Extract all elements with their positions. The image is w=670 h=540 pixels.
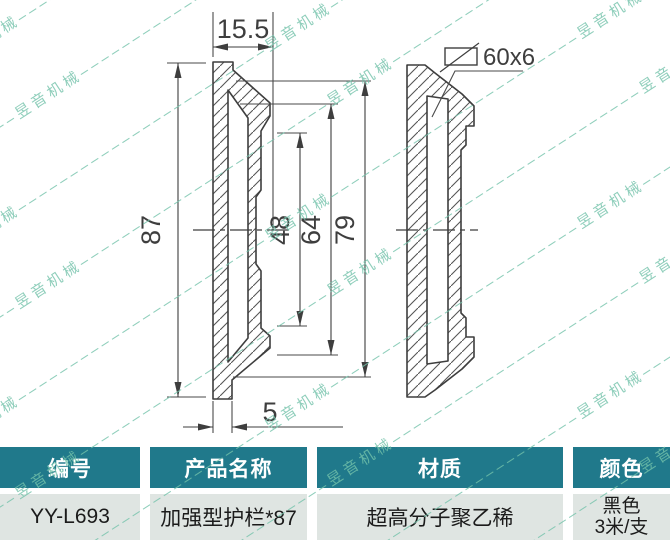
header-cell-product: 产品名称 bbox=[150, 447, 307, 488]
left-profile-section bbox=[212, 61, 271, 400]
header-cell-number: 编号 bbox=[0, 447, 140, 488]
color-value-line2: 3米/支 bbox=[594, 517, 649, 538]
color-value-line1: 黑色 bbox=[602, 496, 641, 517]
dim-outer-height: 79 bbox=[330, 215, 360, 245]
technical-drawing: 15.5 87 48 64 79 5 60x6 bbox=[136, 12, 535, 433]
value-cell-color: 黑色 3米/支 bbox=[573, 494, 670, 540]
dim-mid-height: 64 bbox=[296, 215, 326, 245]
slot-callout bbox=[431, 42, 523, 118]
value-cell-product: 加强型护栏*87 bbox=[150, 494, 307, 540]
dim-inner-height: 48 bbox=[265, 215, 295, 245]
header-cell-color: 颜色 bbox=[573, 447, 670, 488]
value-cell-number: YY-L693 bbox=[0, 494, 140, 540]
right-profile-section bbox=[406, 64, 475, 398]
extension-lines bbox=[167, 12, 371, 433]
header-cell-material: 材质 bbox=[317, 447, 563, 488]
spec-table: 编号 产品名称 材质 颜色 YY-L693 加强型护栏*87 超高分子聚乙稀 黑… bbox=[0, 447, 670, 540]
dim-wall-thickness: 5 bbox=[262, 397, 277, 427]
dim-top-width: 15.5 bbox=[217, 14, 270, 44]
dimension-lines bbox=[174, 43, 369, 431]
value-cell-material: 超高分子聚乙稀 bbox=[317, 494, 563, 540]
dim-overall-height: 87 bbox=[136, 215, 166, 245]
slot-label: 60x6 bbox=[483, 44, 535, 71]
